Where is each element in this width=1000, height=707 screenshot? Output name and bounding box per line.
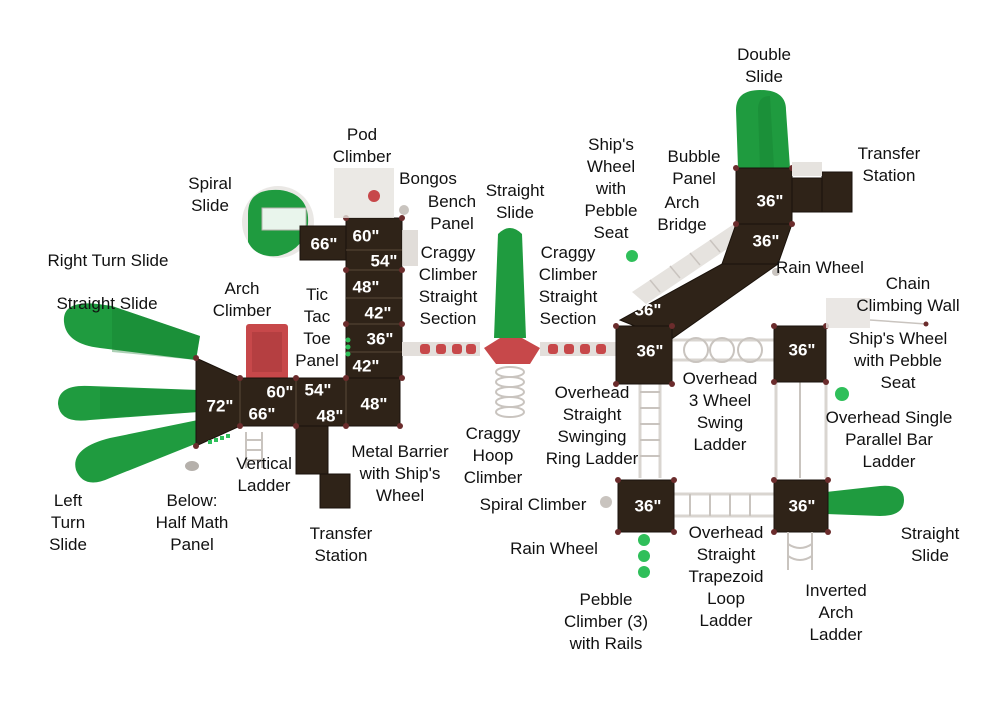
label-left-turn-slide: Left Turn Slide <box>49 491 87 554</box>
deck-height-36-mid-left-a: 36" <box>635 301 662 320</box>
deck-height-36-mid-left-b: 36" <box>637 342 664 361</box>
label-bongos: Bongos <box>399 169 457 188</box>
label-inverted-arch: Inverted Arch Ladder <box>805 581 867 644</box>
label-overhead-3wheel: Overhead 3 Wheel Swing Ladder <box>682 369 758 454</box>
label-transfer-station-bottom: Transfer Station <box>309 524 373 565</box>
label-pod-climber: Pod Climber <box>332 125 392 166</box>
label-straight-slide-left: Straight Slide <box>56 294 158 313</box>
arch-climber-stripe <box>252 332 282 372</box>
label-straight-slide-right: Straight Slide <box>900 524 960 565</box>
overhead-trapezoid-ladder <box>689 494 751 516</box>
label-ships-wheel-top: Ship's Wheel with Pebble Seat <box>584 135 638 242</box>
deck-height-48-top: 48" <box>353 278 380 297</box>
label-spiral-climber: Spiral Climber <box>479 495 587 514</box>
deck-height-36-bottom-left: 36" <box>635 497 662 516</box>
label-bubble-panel: Bubble Panel <box>667 147 721 188</box>
deck-height-36-mid-right: 36" <box>789 341 816 360</box>
pebble-seat-right <box>835 387 849 401</box>
label-right-turn-slide: Right Turn Slide <box>47 251 169 270</box>
deck-height-48-lower-b: 48" <box>361 395 388 414</box>
label-craggy-hoop: Craggy Hoop Climber <box>463 424 523 487</box>
half-math-panel <box>208 434 230 444</box>
spiral-climber-icon <box>600 496 612 508</box>
overhead-3-wheel-swing-ladder <box>683 337 763 363</box>
label-chain-climbing-wall: Chain Climbing Wall <box>856 274 960 315</box>
craggy-climbers <box>402 342 616 356</box>
deck-height-36-top-right: 36" <box>757 192 784 211</box>
deck-height-66-lower: 66" <box>249 405 276 424</box>
deck-height-60-lower: 60" <box>267 383 294 402</box>
label-metal-barrier: Metal Barrier with Ship's Wheel <box>351 442 449 505</box>
deck-height-36-bottom-right: 36" <box>789 497 816 516</box>
deck-height-60-top: 60" <box>353 227 380 246</box>
label-transfer-station-top: Transfer Station <box>857 144 921 185</box>
deck-height-36-left: 36" <box>367 330 394 349</box>
pod-climber-hold <box>368 190 380 202</box>
center-hub <box>484 338 540 364</box>
label-rain-wheel-bottom: Rain Wheel <box>510 539 598 558</box>
label-vertical-ladder: Vertical Ladder <box>236 454 292 495</box>
deck-height-54-lower: 54" <box>305 381 332 400</box>
label-straight-slide-center: Straight Slide <box>485 181 545 222</box>
label-half-math: Below: Half Math Panel <box>155 491 229 554</box>
bongos-icon <box>399 205 409 215</box>
vertical-ladder <box>245 432 263 468</box>
label-overhead-ring: Overhead Straight Swinging Ring Ladder <box>545 383 639 468</box>
label-arch-bridge: Arch Bridge <box>657 193 707 234</box>
chain-climbing-wall <box>826 298 870 328</box>
chain-wall-line <box>869 319 927 325</box>
label-rain-wheel-top: Rain Wheel <box>776 258 864 277</box>
label-overhead-trapezoid: Overhead Straight Trapezoid Loop Ladder <box>688 523 764 630</box>
label-craggy-left: Craggy Climber Straight Section <box>418 243 478 328</box>
deck-height-66-top: 66" <box>311 235 338 254</box>
bench-panel <box>402 230 418 266</box>
label-tic-tac-toe: Tic Tac Toe Panel <box>295 285 339 370</box>
straight-slide-right <box>826 485 904 516</box>
left-turn-slide <box>75 420 200 483</box>
transfer-station-top-frame <box>792 162 822 176</box>
pebble-seat-top <box>626 250 638 262</box>
deck-height-72: 72" <box>207 397 234 416</box>
label-spiral-slide: Spiral Slide <box>188 174 232 215</box>
right-decks <box>613 165 853 535</box>
label-arch-climber: Arch Climber <box>212 279 272 320</box>
pod-climber-frame <box>334 168 394 218</box>
double-slide <box>736 90 790 168</box>
label-double-slide: Double Slide <box>737 45 791 86</box>
deck-height-36-ramp: 36" <box>753 232 780 251</box>
slide-base-left <box>185 461 199 471</box>
pebble-climber <box>638 534 650 578</box>
label-craggy-right: Craggy Climber Straight Section <box>538 243 598 328</box>
label-bench-panel: Bench Panel <box>427 192 477 233</box>
rain-wheel-top-icon <box>772 268 780 276</box>
label-pebble-climber: Pebble Climber (3) with Rails <box>563 590 649 653</box>
left-slides <box>58 303 200 483</box>
craggy-hoop-climber <box>495 366 525 418</box>
slide-shadow-2 <box>100 388 198 418</box>
left-decks <box>193 215 405 509</box>
straight-slide-left <box>63 303 200 360</box>
deck-heights: 66" 60" 54" 48" 42" 36" 42" 72" 60" 54" … <box>207 192 816 516</box>
right-turn-slide <box>58 385 198 421</box>
label-ships-wheel-right: Ship's Wheel with Pebble Seat <box>848 329 948 392</box>
deck-height-42-upper: 42" <box>365 304 392 323</box>
label-overhead-single: Overhead Single Parallel Bar Ladder <box>825 408 953 471</box>
arch-bridge-slats <box>649 239 721 293</box>
chain-wall-end <box>923 321 929 327</box>
tic-tac-toe-panel <box>345 337 351 357</box>
arch-bridge <box>632 220 752 304</box>
spiral-slide <box>242 186 314 258</box>
deck-height-42-lower: 42" <box>353 357 380 376</box>
straight-slide-center <box>494 228 526 338</box>
inverted-arch-ladder <box>787 532 813 570</box>
slide-shadow-1 <box>112 306 200 360</box>
deck-height-48-lower-a: 48" <box>317 407 344 426</box>
overhead-ring-ladder <box>640 391 660 457</box>
deck-height-54-top: 54" <box>371 252 398 271</box>
